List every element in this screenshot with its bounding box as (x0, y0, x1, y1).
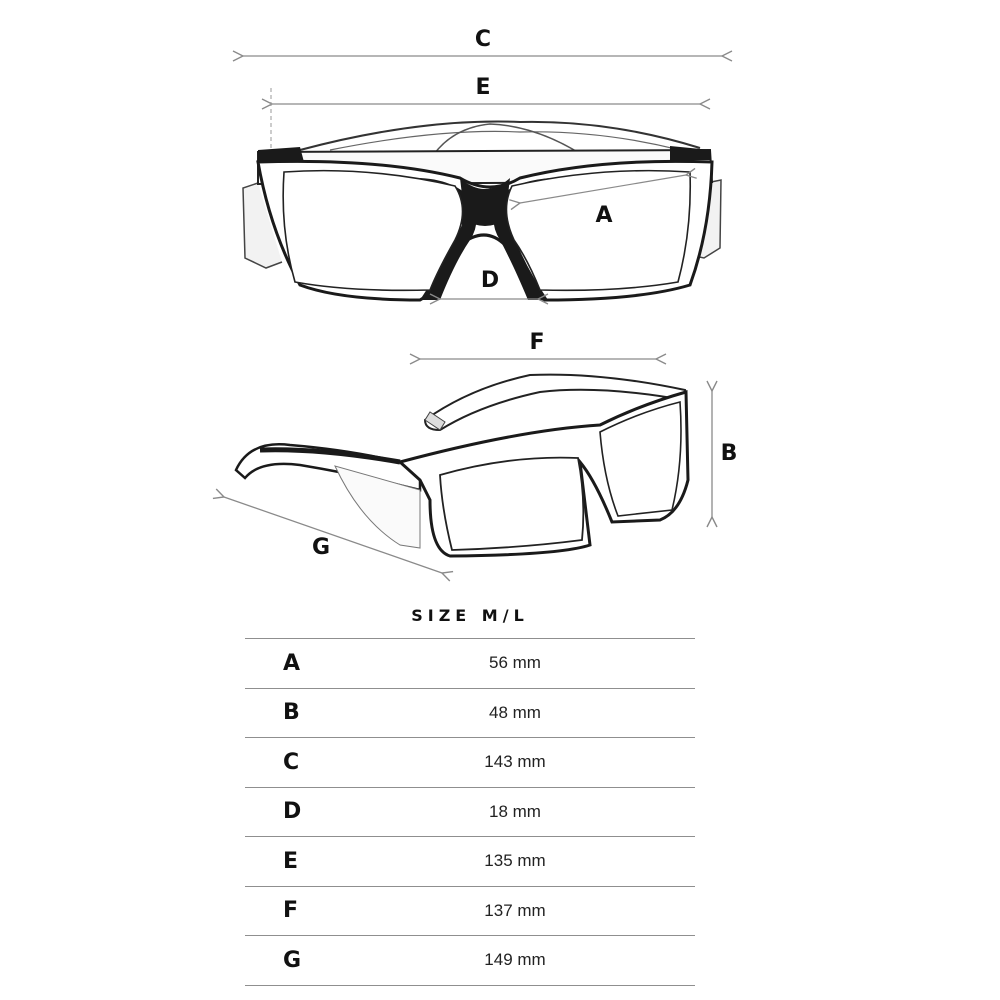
dimension-line-g (224, 497, 442, 573)
label-g: G (311, 535, 331, 560)
row-value: 149 mm (484, 950, 546, 970)
row-key: G (283, 947, 302, 973)
row-key: B (283, 700, 300, 726)
row-value: 48 mm (489, 702, 541, 722)
label-d: D (480, 268, 500, 293)
row-key: D (283, 799, 302, 825)
table-row: D 18 mm (245, 786, 695, 837)
glasses-dimension-diagram (0, 0, 1000, 600)
size-table: A 56 mm B 48 mm C 143 mm D 18 mm E 135 m… (245, 638, 695, 986)
row-value: 18 mm (489, 801, 541, 821)
label-c: C (474, 27, 492, 52)
row-value: 56 mm (489, 653, 541, 673)
table-row: A 56 mm (245, 638, 695, 688)
table-row: F 137 mm (245, 885, 695, 936)
label-a: A (595, 203, 613, 228)
label-b: B (720, 441, 738, 466)
glasses-front-view (242, 120, 722, 300)
size-table-title: SIZE M/L (411, 606, 529, 625)
row-value: 137 mm (484, 900, 546, 920)
dimension-line-e (271, 88, 700, 150)
row-key: E (283, 848, 299, 874)
row-key: A (283, 650, 301, 676)
row-value: 143 mm (484, 752, 546, 772)
glasses-side-view (234, 373, 690, 558)
row-key: C (283, 749, 300, 775)
label-f: F (529, 330, 545, 355)
table-row: B 48 mm (245, 687, 695, 738)
row-key: F (283, 898, 299, 924)
label-e: E (475, 75, 491, 100)
table-row: E 135 mm (245, 836, 695, 886)
table-row: C 143 mm (245, 737, 695, 787)
table-row: G 149 mm (245, 935, 695, 986)
row-value: 135 mm (484, 851, 546, 871)
